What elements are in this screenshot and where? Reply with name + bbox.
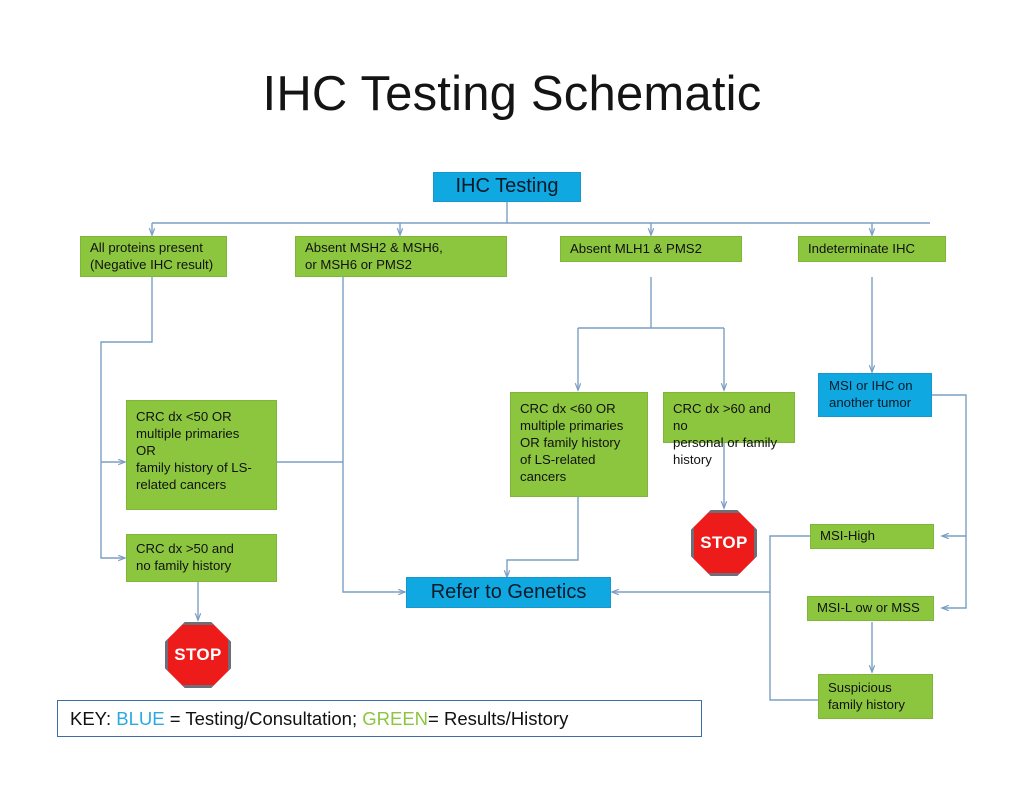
node-indeterminate-ihc[interactable]: Indeterminate IHC — [798, 236, 946, 262]
node-crc-dx-under-50[interactable]: CRC dx <50 OR multiple primaries OR fami… — [126, 400, 277, 510]
page-title: IHC Testing Schematic — [262, 67, 762, 121]
stop-label: STOP — [700, 533, 748, 552]
node-label: CRC dx >60 and no personal or family his… — [673, 401, 778, 467]
node-all-proteins-present[interactable]: All proteins present (Negative IHC resul… — [80, 236, 227, 277]
key-blue-word: BLUE — [116, 707, 165, 729]
stop-label: STOP — [174, 645, 222, 664]
key-blue-text: = Testing/Consultation; — [164, 707, 363, 729]
node-refer-to-genetics[interactable]: Refer to Genetics — [406, 577, 611, 608]
node-label: CRC dx <60 OR multiple primaries OR fami… — [520, 401, 624, 484]
node-label: Absent MSH2 & MSH6, or MSH6 or PMS2 — [305, 239, 443, 272]
stop-sign-left: STOP — [165, 622, 231, 688]
node-absent-msh2-msh6[interactable]: Absent MSH2 & MSH6, or MSH6 or PMS2 — [295, 236, 507, 277]
node-label: Absent MLH1 & PMS2 — [570, 240, 702, 256]
node-crc-dx-over-50[interactable]: CRC dx >50 and no family history — [126, 534, 277, 582]
key-legend: KEY: BLUE = Testing/Consultation; GREEN=… — [57, 700, 702, 737]
node-suspicious-family-history[interactable]: Suspicious family history — [818, 674, 933, 719]
node-msi-high[interactable]: MSI-High — [810, 524, 934, 549]
node-label: IHC Testing — [455, 175, 559, 198]
node-msi-low-or-mss[interactable]: MSI-L ow or MSS — [807, 596, 934, 621]
node-label: MSI-L ow or MSS — [817, 600, 920, 616]
node-label: MSI or IHC on another tumor — [829, 378, 913, 410]
key-green-word: GREEN — [362, 707, 429, 729]
node-label: Refer to Genetics — [430, 580, 587, 603]
key-green-text: = Results/History — [428, 707, 569, 729]
node-label: MSI-High — [820, 528, 875, 544]
node-msi-or-ihc-another-tumor[interactable]: MSI or IHC on another tumor — [818, 373, 932, 417]
node-crc-dx-over-60[interactable]: CRC dx >60 and no personal or family his… — [663, 392, 795, 467]
node-crc-dx-under-60[interactable]: CRC dx <60 OR multiple primaries OR fami… — [510, 392, 648, 497]
node-label: Indeterminate IHC — [808, 240, 916, 256]
key-label: KEY: — [70, 707, 117, 729]
octagon-shape: STOP — [165, 622, 231, 688]
node-label: Suspicious family history — [828, 679, 905, 712]
stop-sign-middle: STOP — [691, 510, 757, 576]
octagon-shape: STOP — [691, 510, 757, 576]
node-label: CRC dx >50 and no family history — [136, 541, 234, 573]
node-label: CRC dx <50 OR multiple primaries OR fami… — [136, 409, 252, 492]
node-absent-mlh1-pms2[interactable]: Absent MLH1 & PMS2 — [560, 236, 742, 262]
node-ihc-testing[interactable]: IHC Testing — [433, 172, 581, 202]
node-label: All proteins present (Negative IHC resul… — [90, 239, 214, 272]
